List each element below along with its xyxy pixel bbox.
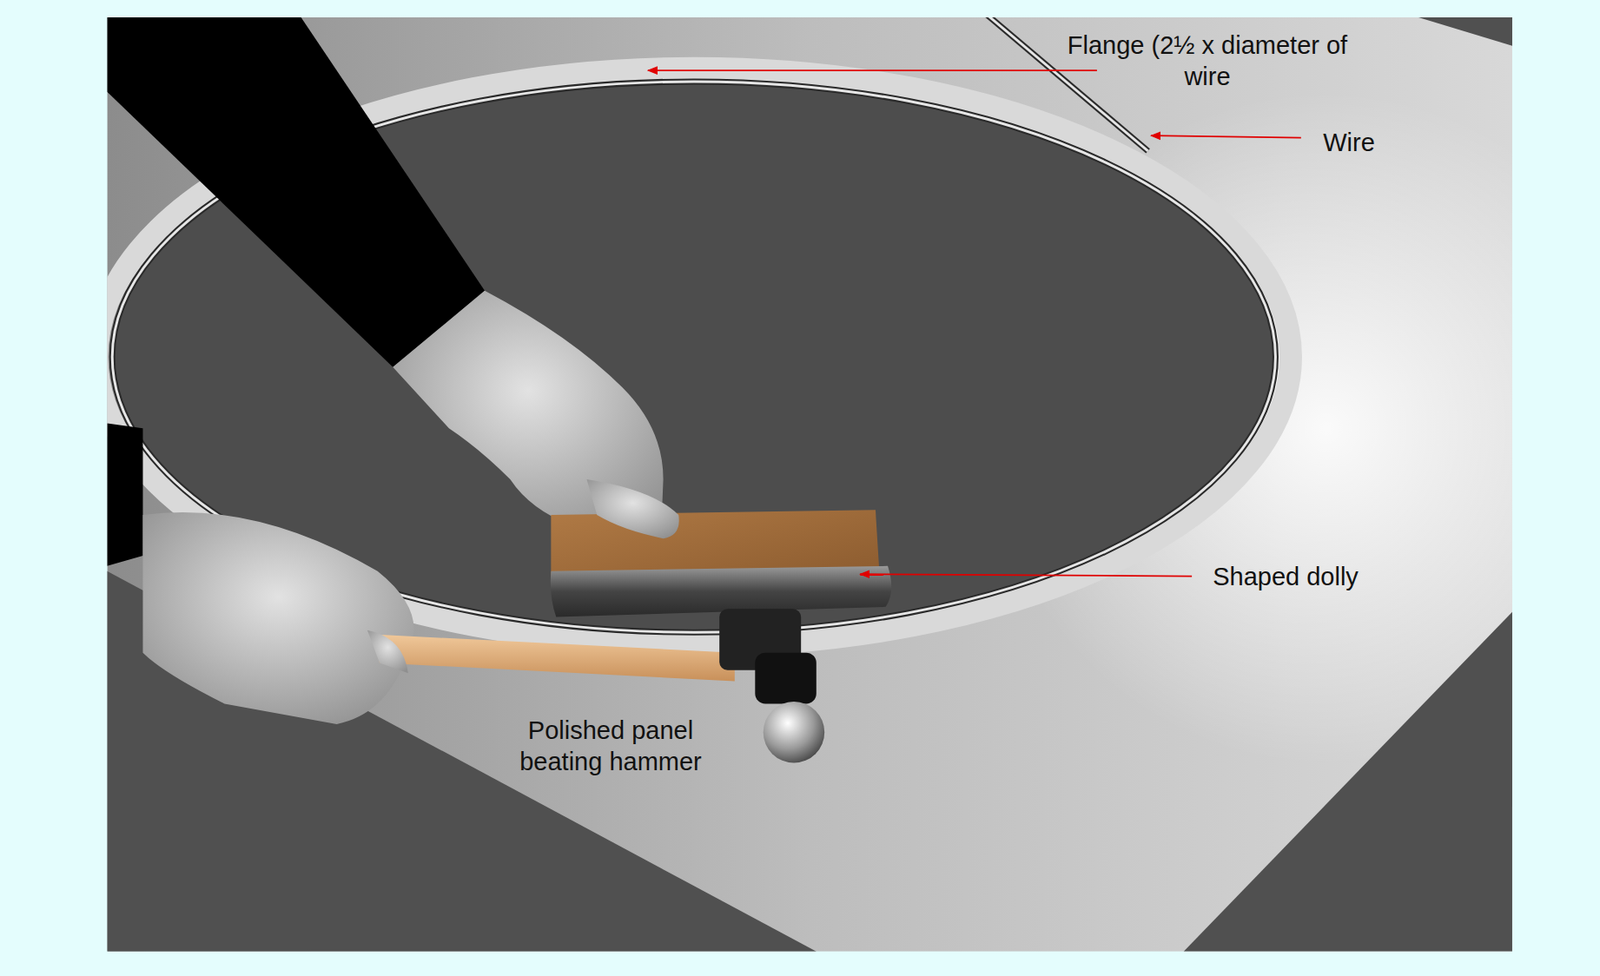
part-label: Polished panel beating hammer — [493, 714, 728, 779]
part-label: Shaped dolly — [1190, 561, 1382, 593]
hammer — [372, 634, 735, 682]
sheet-metal — [106, 17, 1513, 953]
sleeve — [106, 17, 485, 368]
leader-line — [647, 69, 1098, 72]
leader-line — [1150, 135, 1302, 138]
leader-line — [859, 574, 1192, 576]
part-label: Flange (2½ x diameter of wire — [1051, 29, 1364, 93]
part-label: Wire — [1296, 126, 1402, 159]
